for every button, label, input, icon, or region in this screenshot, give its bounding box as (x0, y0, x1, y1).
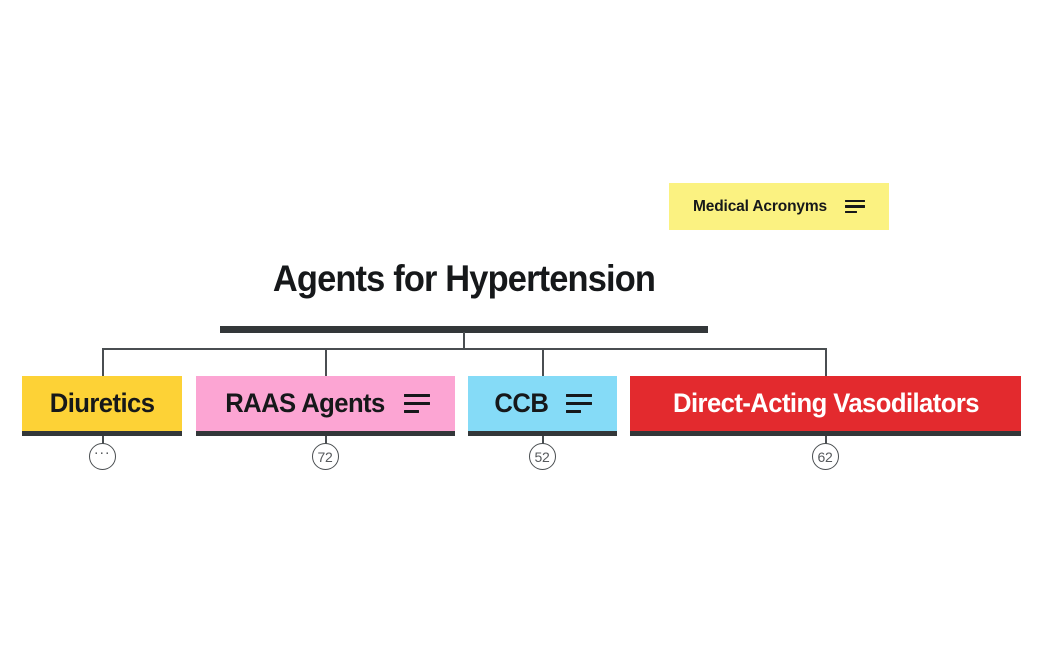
connector-drop-raas (325, 348, 327, 376)
connector-horizontal-bar (102, 348, 826, 350)
notes-icon-bar-3 (845, 210, 857, 214)
node-raas-agents[interactable]: RAAS Agents (196, 376, 455, 436)
badge-value-raas-agents: 72 (317, 448, 333, 465)
notes-icon-bar-2 (404, 401, 431, 406)
node-direct-acting-vasodilators[interactable]: Direct-Acting Vasodilators (630, 376, 1021, 436)
notes-icon-bar-3 (404, 409, 420, 414)
notes-icon[interactable] (404, 393, 431, 414)
badge-value-diuretics: ··· (93, 444, 111, 461)
connector-root-stem (463, 332, 465, 349)
node-diuretics[interactable]: Diuretics (22, 376, 182, 436)
node-label-direct-acting-vasodilators: Direct-Acting Vasodilators (672, 388, 979, 418)
badge-ccb[interactable]: 52 (528, 443, 556, 470)
medical-acronyms-label: Medical Acronyms (693, 197, 827, 215)
notes-icon-bar-1 (404, 393, 431, 398)
badge-value-direct-acting-vasodilators: 62 (817, 448, 833, 465)
notes-icon[interactable] (565, 393, 592, 414)
badge-stem-ccb (542, 436, 544, 448)
node-label-raas-agents: RAAS Agents (224, 388, 385, 418)
badge-stem-diuretics (102, 436, 104, 448)
badge-direct-acting-vasodilators[interactable]: 62 (811, 443, 839, 470)
notes-icon-bar-2 (845, 205, 865, 208)
root-title: Agents for Hypertension (272, 258, 656, 299)
badge-value-ccb: 52 (534, 448, 550, 465)
badge-stem-direct-acting-vasodilators (825, 436, 827, 448)
node-ccb[interactable]: CCB (468, 376, 617, 436)
badge-stem-raas-agents (325, 436, 327, 448)
connector-drop-ccb (542, 348, 544, 376)
notes-icon-bar-2 (565, 401, 592, 406)
node-label-diuretics: Diuretics (49, 388, 155, 418)
badge-diuretics[interactable]: ··· (88, 443, 116, 470)
connector-drop-vasodilators (825, 348, 827, 376)
root-underline (220, 326, 708, 333)
notes-icon[interactable] (845, 199, 865, 214)
notes-icon-bar-3 (565, 409, 581, 414)
notes-icon-bar-1 (845, 199, 865, 203)
medical-acronyms-tag[interactable]: Medical Acronyms (669, 183, 889, 230)
root-node[interactable]: Agents for Hypertension (220, 258, 708, 333)
node-label-ccb: CCB (494, 388, 549, 418)
connector-drop-diuretics (102, 348, 104, 376)
badge-raas-agents[interactable]: 72 (311, 443, 339, 470)
notes-icon-bar-1 (565, 393, 592, 398)
